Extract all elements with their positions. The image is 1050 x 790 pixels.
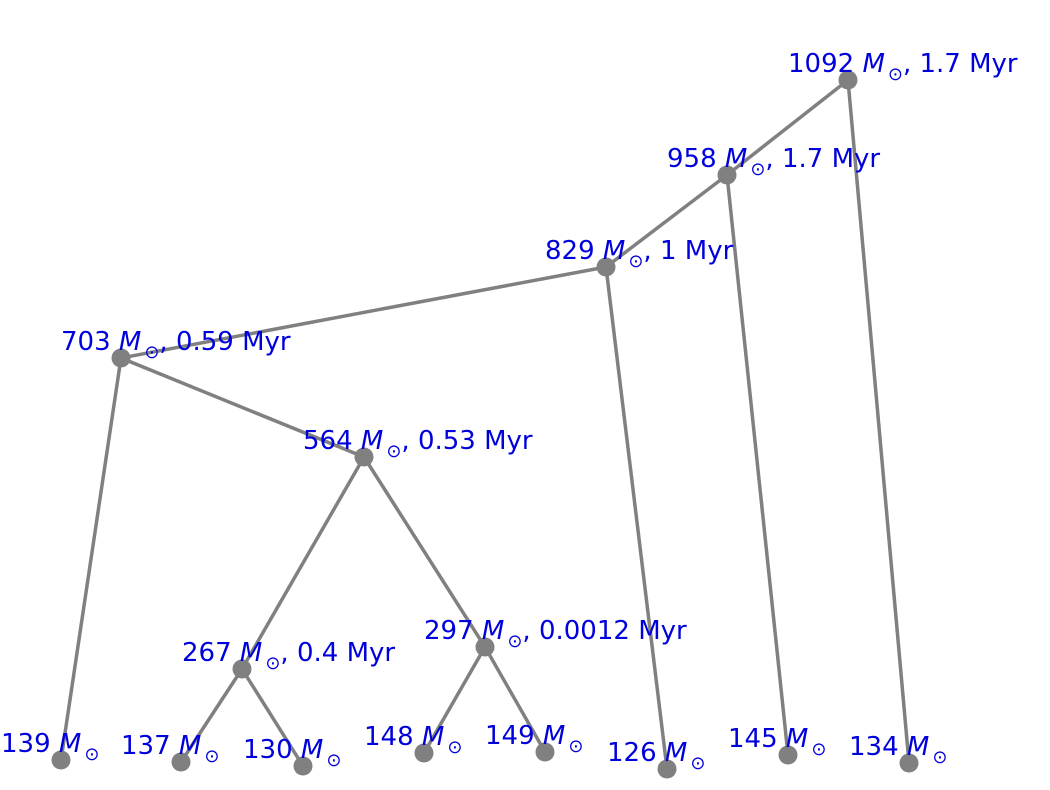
label-n703: 703 M⊙, 0.59 Myr — [61, 327, 291, 363]
node-n1092 — [838, 70, 858, 90]
node-n267 — [232, 659, 252, 679]
edge-n1092-l134 — [846, 79, 911, 764]
label-l149: 149 M⊙ — [485, 721, 583, 757]
label-l137: 137 M⊙ — [121, 731, 219, 767]
label-n297: 297 M⊙, 0.0012 Myr — [424, 616, 687, 652]
edge-n564-n297 — [362, 456, 487, 648]
label-n958: 958 M⊙, 1.7 Myr — [667, 144, 880, 180]
edge-n958-n829 — [604, 173, 729, 269]
edge-n958-l145 — [725, 174, 790, 756]
node-l148 — [414, 743, 434, 763]
node-l145 — [778, 745, 798, 765]
edge-n297-l149 — [483, 646, 547, 753]
label-l130: 130 M⊙ — [243, 735, 341, 771]
edge-n297-l148 — [422, 646, 487, 754]
label-l126: 126 M⊙ — [607, 738, 705, 774]
label-n1092: 1092 M⊙, 1.7 Myr — [788, 49, 1018, 85]
tree-edges — [59, 78, 911, 770]
node-l130 — [293, 756, 313, 776]
label-l139: 139 M⊙ — [1, 729, 99, 765]
edge-n564-n267 — [240, 456, 366, 670]
label-l148: 148 M⊙ — [364, 722, 462, 758]
node-n829 — [596, 257, 616, 277]
edge-n703-n564 — [120, 356, 365, 459]
node-l137 — [171, 752, 191, 772]
edge-n829-l126 — [604, 266, 669, 770]
node-n703 — [111, 348, 131, 368]
label-l134: 134 M⊙ — [849, 732, 947, 768]
edge-n267-l130 — [240, 668, 305, 767]
edge-n267-l137 — [179, 668, 244, 763]
label-n267: 267 M⊙, 0.4 Myr — [182, 638, 395, 674]
label-l145: 145 M⊙ — [728, 724, 826, 760]
node-l126 — [657, 759, 677, 779]
tree-labels: 1092 M⊙, 1.7 Myr 958 M⊙, 1.7 Myr 829 M⊙, 1… — [1, 49, 1018, 774]
node-l134 — [899, 753, 919, 773]
node-l149 — [535, 742, 555, 762]
node-n297 — [475, 637, 495, 657]
label-n829: 829 M⊙, 1 Myr — [545, 236, 734, 272]
edge-n703-l139 — [59, 357, 123, 761]
tree-nodes — [51, 70, 919, 779]
edge-n1092-n958 — [725, 78, 850, 177]
node-l139 — [51, 750, 71, 770]
node-n958 — [717, 165, 737, 185]
node-n564 — [354, 447, 374, 467]
label-n564: 564 M⊙, 0.53 Myr — [303, 426, 533, 462]
edge-n829-n703 — [120, 265, 607, 360]
